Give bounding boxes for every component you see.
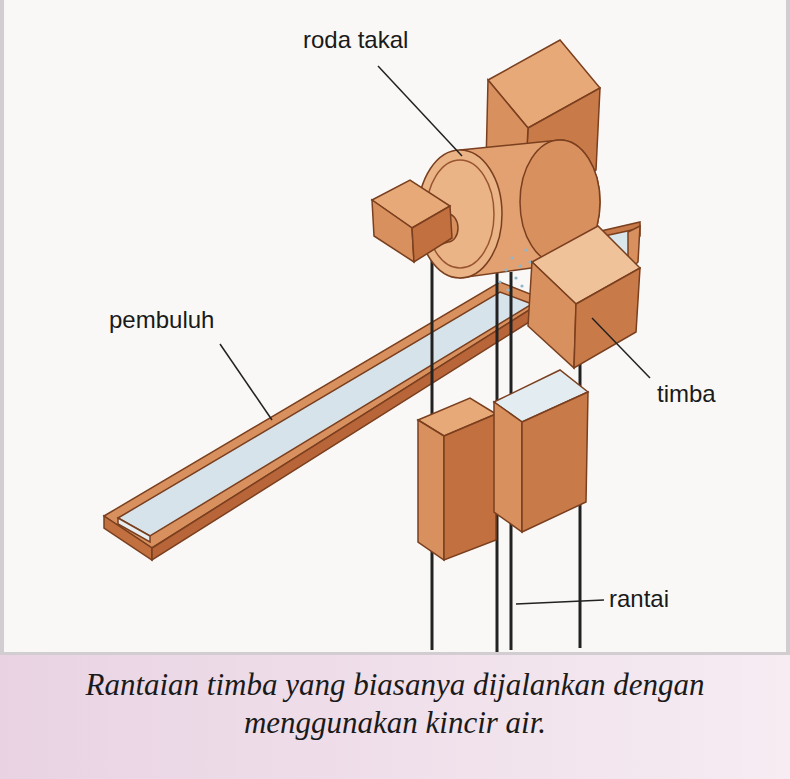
trough <box>104 222 640 560</box>
pulley-wheel <box>372 40 600 278</box>
part-label: pembuluh <box>106 306 217 334</box>
leader-line <box>220 66 650 604</box>
part-label: timba <box>654 380 719 408</box>
caption-band <box>0 655 790 779</box>
part-label: roda takal <box>300 26 411 54</box>
caption: Rantaian timba yang biasanya dijalankan … <box>45 666 745 742</box>
bucket <box>418 226 640 560</box>
part-label: rantai <box>606 585 672 613</box>
water-spray <box>498 248 531 291</box>
panel <box>4 0 786 652</box>
